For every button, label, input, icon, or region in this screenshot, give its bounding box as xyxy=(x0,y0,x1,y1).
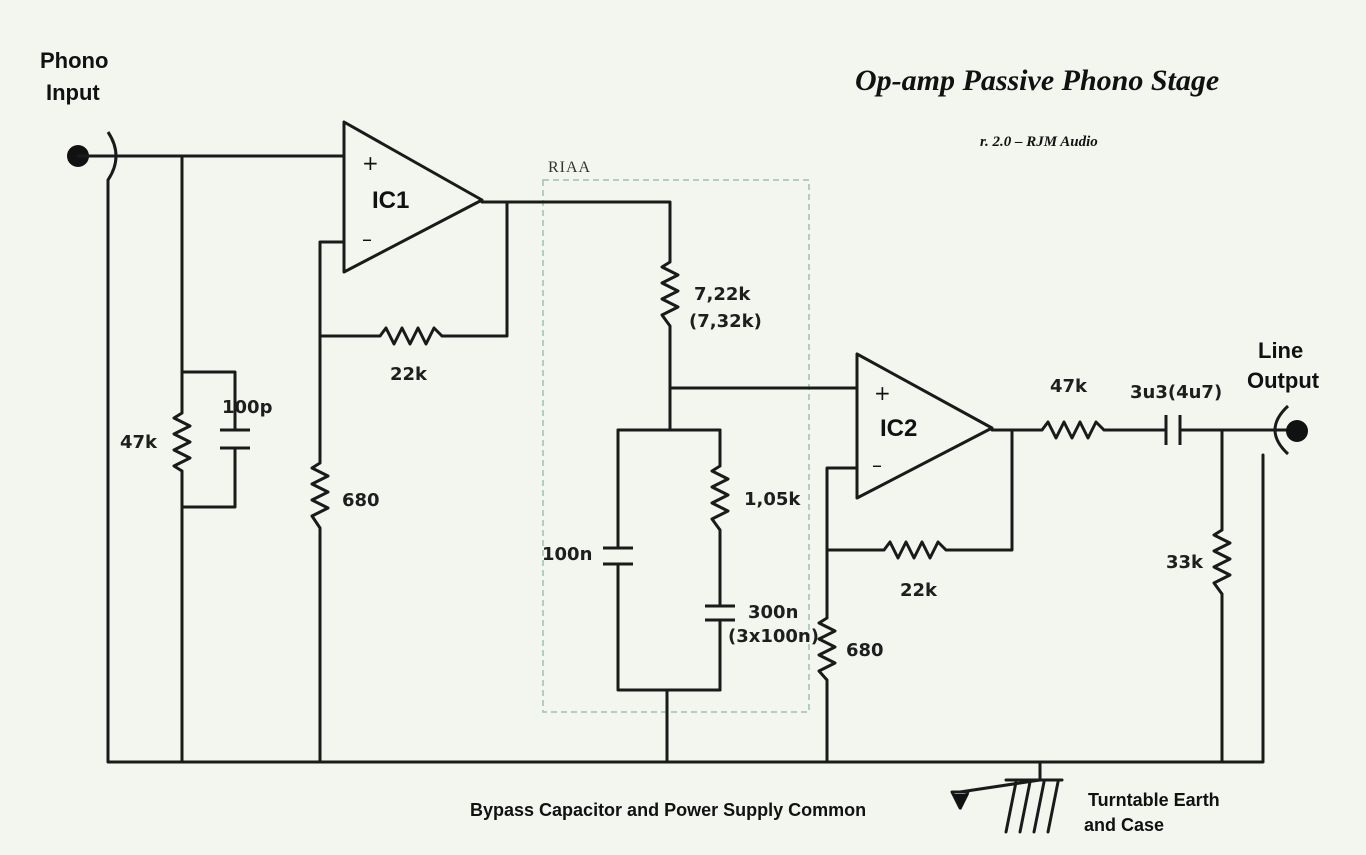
label-680-ic1: 680 xyxy=(342,490,380,511)
phono-input-label-1: Phono xyxy=(40,48,108,73)
resistor-7-22k xyxy=(660,260,680,327)
earth-label-2: and Case xyxy=(1084,815,1164,835)
resistor-680-ic2 xyxy=(817,616,837,681)
capacitor-100p xyxy=(220,428,250,450)
ic2-wiring xyxy=(825,428,1288,764)
label-33k: 33k xyxy=(1166,552,1204,573)
label-47k-input: 47k xyxy=(120,432,158,453)
resistor-47k-input xyxy=(172,411,192,473)
resistor-680-ic1 xyxy=(310,461,330,529)
riaa-network-box xyxy=(542,179,810,713)
line-output-jack xyxy=(1286,420,1308,442)
label-3u3: 3u3(4u7) xyxy=(1130,382,1222,403)
ic1-plus: + xyxy=(362,151,379,175)
resistor-47k-output xyxy=(1040,420,1106,440)
opamp-ic1: + – IC1 xyxy=(342,120,484,274)
label-3x100n: (3x100n) xyxy=(728,626,819,647)
line-output-label-2: Output xyxy=(1247,368,1320,393)
capacitor-300n xyxy=(705,604,735,622)
bypass-label: Bypass Capacitor and Power Supply Common xyxy=(470,800,866,820)
capacitor-3u3 xyxy=(1164,415,1182,445)
input-wiring xyxy=(76,154,346,764)
label-100n: 100n xyxy=(542,544,592,565)
earth-connection xyxy=(950,760,1064,834)
opamp-ic2: + – IC2 xyxy=(855,352,994,500)
ic1-wiring xyxy=(318,200,672,764)
resistor-1-05k xyxy=(710,464,730,531)
label-22k-ic2: 22k xyxy=(900,580,938,601)
label-7-32k: (7,32k) xyxy=(689,311,762,332)
label-1-05k: 1,05k xyxy=(744,489,801,510)
resistor-33k xyxy=(1212,528,1232,595)
label-100p: 100p xyxy=(222,397,273,418)
label-680-ic2: 680 xyxy=(846,640,884,661)
riaa-wiring xyxy=(616,324,859,764)
line-output-label-1: Line xyxy=(1258,338,1303,363)
riaa-label: RIAA xyxy=(548,159,591,176)
resistor-22k-ic2 xyxy=(882,540,948,560)
label-300n: 300n xyxy=(748,602,798,623)
resistor-22k-ic1 xyxy=(378,326,444,346)
ic1-label: IC1 xyxy=(372,187,409,214)
ic1-minus: – xyxy=(362,227,372,251)
diagram-subtitle: r. 2.0 – RJM Audio xyxy=(980,134,1098,150)
label-47k-output: 47k xyxy=(1050,376,1088,397)
phono-input-label-2: Input xyxy=(46,80,100,105)
ic2-minus: – xyxy=(872,453,882,477)
capacitor-100n xyxy=(603,546,633,566)
ic2-plus: + xyxy=(874,381,891,405)
ic2-label: IC2 xyxy=(880,415,917,442)
ground-rail xyxy=(106,178,1290,764)
label-7-22k: 7,22k xyxy=(694,284,751,305)
earth-label-1: Turntable Earth xyxy=(1088,790,1220,810)
diagram-title: Op-amp Passive Phono Stage xyxy=(855,64,1219,97)
ground-arrow-icon xyxy=(953,794,969,810)
label-22k-ic1: 22k xyxy=(390,364,428,385)
